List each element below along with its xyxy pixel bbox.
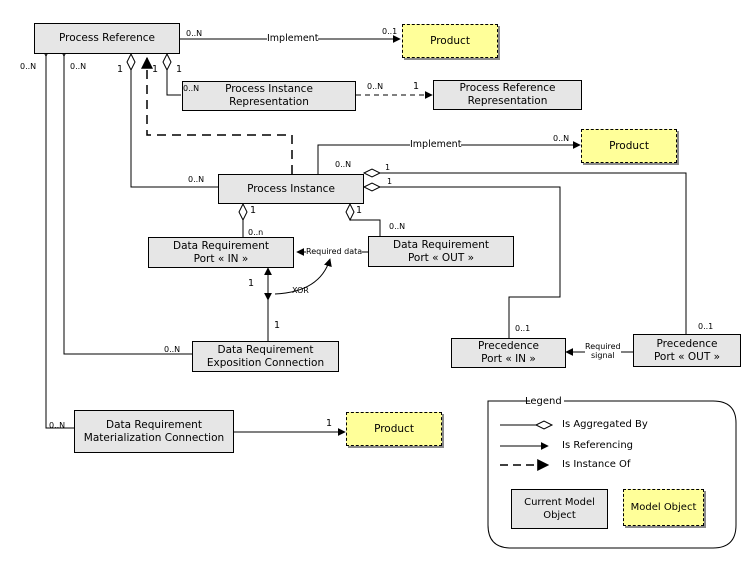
multiplicity-label: 1 (356, 205, 363, 216)
xor-label: XOR (292, 286, 309, 295)
aggregation-precedence-out (380, 172, 687, 334)
data-requirement-materialization-box[interactable]: Data Requirement Materialization Connect… (74, 410, 234, 453)
multiplicity-label: 1 (117, 64, 124, 75)
multiplicity-label: 0..N (70, 62, 87, 71)
implement-label-mid: Implement (410, 139, 462, 150)
legend-current-model-box: Current Model Object (511, 489, 608, 529)
multiplicity-label: 1 (152, 64, 159, 75)
aggregation-precedence-in (380, 186, 561, 338)
process-instance-representation-box[interactable]: Process Instance Representation (182, 81, 356, 111)
legend-model-object-box: Model Object (623, 489, 704, 526)
required-signal-label: Required signal (585, 342, 621, 360)
multiplicity-label: 0..1 (698, 322, 714, 331)
aggregation-diamond-dri (238, 202, 248, 222)
aggregation-diamond-pir (162, 52, 172, 72)
multiplicity-label: 0..N (188, 175, 205, 184)
instance-of-connector (141, 56, 293, 174)
legend-instance-label: Is Instance Of (562, 459, 631, 470)
multiplicity-label: 0..n (248, 228, 264, 237)
aggregation-diamond-dro (345, 202, 355, 222)
legend-aggregated-diamond (534, 420, 554, 430)
multiplicity-label: 1 (413, 81, 420, 92)
multiplicity-label: 1 (387, 177, 393, 186)
precedence-port-in-box[interactable]: Precedence Port « IN » (451, 338, 566, 368)
implement-label-top: Implement (267, 33, 319, 44)
legend-referencing-label: Is Referencing (562, 440, 634, 451)
multiplicity-label: 0..1 (515, 324, 531, 333)
aggregation-dro (350, 219, 381, 237)
legend-title: Legend (525, 396, 562, 407)
multiplicity-label: 0..N (335, 160, 352, 169)
multiplicity-label: 1 (385, 163, 391, 172)
process-instance-box[interactable]: Process Instance (218, 174, 364, 204)
legend-frame (487, 400, 737, 549)
product-box-top[interactable]: Product (402, 24, 498, 58)
multiplicity-label: 0..1 (382, 27, 398, 36)
multiplicity-label: 0..N (186, 29, 203, 38)
xor-arc (274, 258, 332, 295)
multiplicity-label: 0..N (553, 134, 570, 143)
aggregation-materialization (45, 56, 74, 429)
product-box-bottom[interactable]: Product (346, 412, 442, 446)
product-box-mid[interactable]: Product (581, 129, 677, 163)
legend-aggregated-label: Is Aggregated By (562, 419, 648, 430)
aggregation-diamond-ppi (362, 182, 382, 192)
multiplicity-label: 0..N (389, 222, 406, 231)
multiplicity-label: 1 (274, 320, 281, 331)
process-reference-representation-box[interactable]: Process Reference Representation (433, 80, 582, 110)
data-requirement-exposition-box[interactable]: Data Requirement Exposition Connection (192, 341, 339, 372)
process-reference-box[interactable]: Process Reference (34, 23, 180, 54)
multiplicity-label: 0..N (164, 345, 181, 354)
data-requirement-port-in-box[interactable]: Data Requirement Port « IN » (148, 237, 294, 268)
required-data-label: Required data (306, 247, 363, 256)
multiplicity-label: 0..N (183, 84, 200, 93)
implement-connector-mid (317, 141, 581, 174)
data-requirement-port-out-box[interactable]: Data Requirement Port « OUT » (368, 236, 514, 267)
precedence-port-out-box[interactable]: Precedence Port « OUT » (633, 334, 741, 367)
aggregation-diamond-ppo (362, 168, 382, 178)
aggregation-exposition (63, 56, 192, 355)
multiplicity-label: 0..N (367, 82, 384, 91)
aggregation-diamond-pi (126, 52, 136, 72)
multiplicity-label: 1 (250, 205, 257, 216)
multiplicity-label: 0..N (20, 62, 37, 71)
reference-to-process-instance (130, 70, 218, 188)
aggregation-pir (166, 70, 181, 96)
multiplicity-label: 1 (176, 64, 183, 75)
multiplicity-label: 1 (248, 278, 255, 289)
multiplicity-label: 1 (326, 418, 333, 429)
multiplicity-label: 0..N (49, 421, 66, 430)
